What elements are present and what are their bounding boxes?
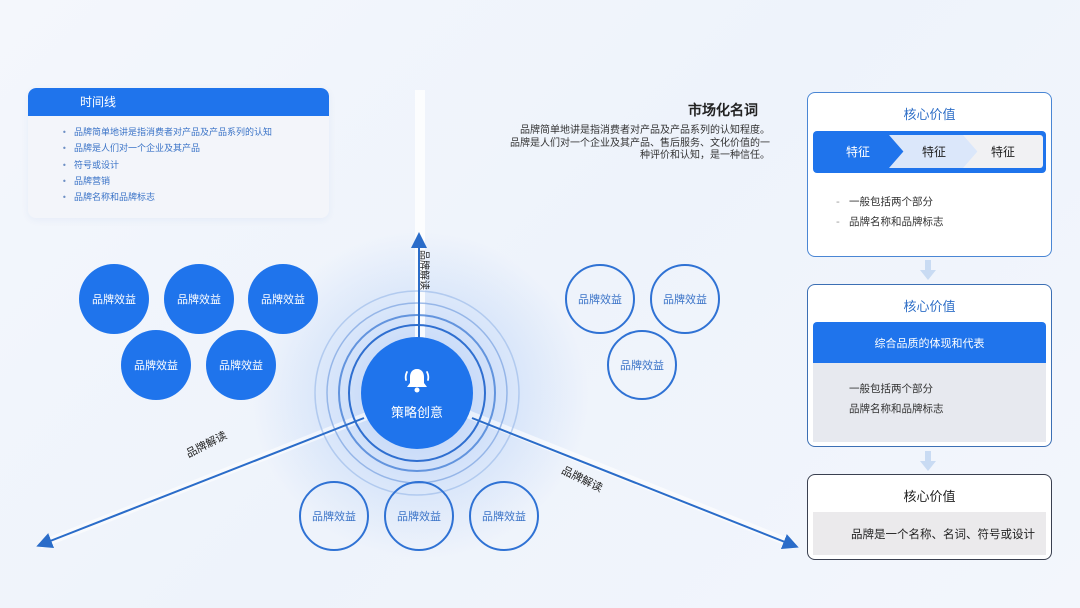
core-value-panel-1: 核心价值 特征 特征 特征 一般包括两个部分 品牌名称和品牌标志: [807, 92, 1052, 257]
timeline-item: 品牌名称和品牌标志: [62, 190, 329, 206]
market-title: 市场化名词: [688, 103, 758, 119]
feature-step-2[interactable]: 特征: [889, 135, 979, 168]
brand-benefit-outline-bubble: 品牌效益: [650, 264, 720, 334]
timeline-item: 品牌营销: [62, 174, 329, 190]
panel-title: 核心价值: [903, 108, 956, 123]
panel-list-item: 一般包括两个部分: [836, 192, 944, 212]
timeline-list: 品牌简单地讲是指消费者对产品及产品系列的认知 品牌是人们对一个企业及其产品 符号…: [28, 116, 329, 206]
timeline-item: 符号或设计: [62, 158, 329, 174]
timeline-item: 品牌是人们对一个企业及其产品: [62, 141, 329, 157]
timeline-card: 时间线 品牌简单地讲是指消费者对产品及产品系列的认知 品牌是人们对一个企业及其产…: [28, 88, 329, 218]
market-description: 品牌简单地讲是指消费者对产品及产品系列的认知程度。 品牌是人们对一个企业及其产品…: [496, 125, 770, 163]
panel-list-item: 一般包括两个部分: [849, 383, 933, 395]
brand-benefit-bubble: 品牌效益: [164, 264, 234, 334]
core-value-panel-2: 核心价值 综合品质的体现和代表 一般包括两个部分 品牌名称和品牌标志: [807, 284, 1052, 447]
down-arrow-icon: [920, 451, 936, 471]
brand-benefit-outline-bubble: 品牌效益: [607, 330, 677, 400]
axis-label-top: 品牌解读: [418, 250, 429, 290]
center-label: 策略创意: [390, 405, 443, 421]
panel-list: 一般包括两个部分 品牌名称和品牌标志: [836, 192, 944, 232]
down-arrow-icon: [920, 260, 936, 280]
core-value-panel-3: 核心价值 品牌是一个名称、名词、符号或设计: [807, 474, 1052, 560]
panel-list-item: 品牌名称和品牌标志: [836, 212, 944, 232]
panel-title: 核心价值: [903, 300, 956, 315]
market-line: 品牌简单地讲是指消费者对产品及产品系列的认知程度。: [520, 125, 770, 136]
brand-benefit-outline-bubble: 品牌效益: [299, 481, 369, 551]
market-line: 品牌是人们对一个企业及其产品、售后服务、文化价值的一: [510, 137, 770, 149]
brand-benefit-outline-bubble: 品牌效益: [384, 481, 454, 551]
feature-step-1[interactable]: 特征: [845, 145, 870, 159]
panel-list-item: 品牌名称和品牌标志: [849, 403, 944, 415]
bell-icon: [404, 368, 430, 392]
panel-title: 核心价值: [903, 490, 956, 505]
strategy-center-node: 策略创意: [361, 337, 473, 449]
brand-benefit-outline-bubble: 品牌效益: [469, 481, 539, 551]
timeline-title: 时间线: [28, 88, 329, 116]
brand-benefit-bubble: 品牌效益: [206, 330, 276, 400]
brand-benefit-bubble: 品牌效益: [121, 330, 191, 400]
panel-list: 一般包括两个部分 品牌名称和品牌标志: [849, 379, 944, 419]
feature-steps: 特征 特征 特征: [813, 131, 1046, 173]
panel-content: 一般包括两个部分 品牌名称和品牌标志: [813, 363, 1046, 442]
timeline-item: 品牌简单地讲是指消费者对产品及产品系列的认知: [62, 125, 329, 141]
brand-benefit-bubble: 品牌效益: [79, 264, 149, 334]
brand-benefit-outline-bubble: 品牌效益: [565, 264, 635, 334]
market-line: 种评价和认知，是一种信任。: [640, 150, 770, 161]
brand-definition: 品牌是一个名称、名词、符号或设计: [813, 512, 1046, 555]
quality-banner: 综合品质的体现和代表: [813, 322, 1046, 363]
brand-benefit-bubble: 品牌效益: [248, 264, 318, 334]
